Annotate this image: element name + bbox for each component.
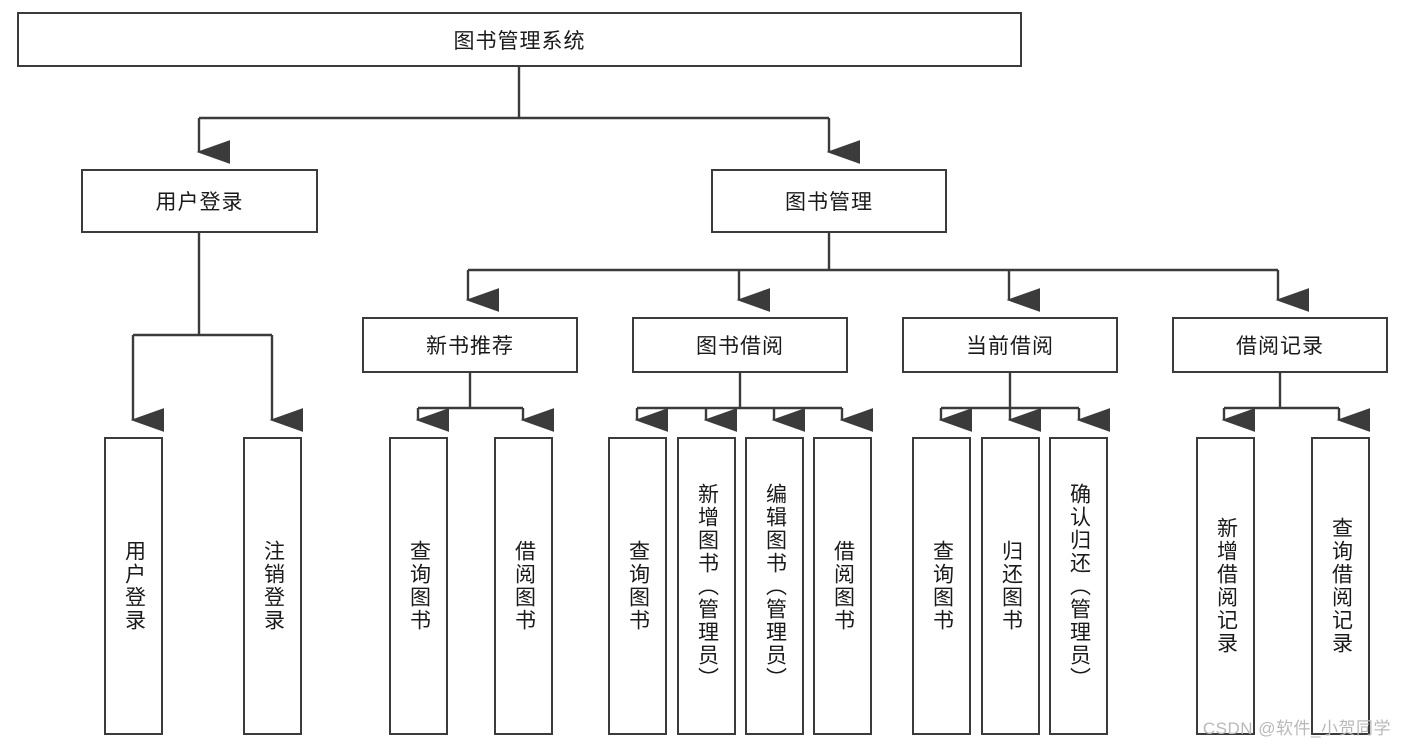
node-label: 查询借阅记录 [1329, 517, 1353, 655]
node-new-book-recommend[interactable]: 新书推荐 [362, 317, 578, 373]
node-label: 归还图书 [999, 540, 1023, 632]
leaf-borrow-record-add[interactable]: 新增借阅记录 [1196, 437, 1255, 735]
leaf-current-borrow-confirm-return-admin[interactable]: 确认归还（管理员） [1049, 437, 1108, 735]
leaf-book-borrow-query[interactable]: 查询图书 [608, 437, 667, 735]
node-label: 用户登录 [155, 191, 244, 214]
node-label: 查询图书 [407, 540, 431, 632]
node-label: 用户登录 [122, 540, 146, 632]
node-label: 确认归还（管理员） [1067, 482, 1091, 690]
node-label: 借阅记录 [1236, 335, 1324, 358]
node-label: 编辑图书（管理员） [763, 482, 787, 690]
node-label: 查询图书 [626, 540, 650, 632]
node-label: 图书借阅 [696, 335, 784, 358]
node-label: 图书管理 [785, 191, 873, 214]
node-user-login[interactable]: 用户登录 [81, 169, 318, 233]
node-book-borrow[interactable]: 图书借阅 [632, 317, 848, 373]
node-label: 图书管理系统 [453, 29, 586, 53]
node-current-borrow[interactable]: 当前借阅 [902, 317, 1118, 373]
node-book-management[interactable]: 图书管理 [711, 169, 947, 233]
node-label: 借阅图书 [512, 540, 536, 632]
leaf-book-borrow-edit-admin[interactable]: 编辑图书（管理员） [745, 437, 804, 735]
node-label: 查询图书 [930, 540, 954, 632]
watermark-text: CSDN @软件_小贺同学 [1202, 719, 1391, 738]
leaf-book-borrow-borrow[interactable]: 借阅图书 [813, 437, 872, 735]
node-label: 借阅图书 [831, 540, 855, 632]
leaf-new-book-query[interactable]: 查询图书 [389, 437, 448, 735]
leaf-user-login-login[interactable]: 用户登录 [104, 437, 163, 735]
node-label: 当前借阅 [966, 335, 1054, 358]
node-borrow-record[interactable]: 借阅记录 [1172, 317, 1388, 373]
leaf-current-borrow-query[interactable]: 查询图书 [912, 437, 971, 735]
leaf-new-book-borrow[interactable]: 借阅图书 [494, 437, 553, 735]
leaf-book-borrow-add-admin[interactable]: 新增图书（管理员） [677, 437, 736, 735]
node-label: 新增图书（管理员） [695, 482, 719, 690]
leaf-current-borrow-return[interactable]: 归还图书 [981, 437, 1040, 735]
node-label: 新书推荐 [426, 335, 514, 358]
leaf-user-login-logout[interactable]: 注销登录 [243, 437, 302, 735]
leaf-borrow-record-query[interactable]: 查询借阅记录 [1311, 437, 1370, 735]
node-label: 注销登录 [261, 540, 285, 632]
node-label: 新增借阅记录 [1214, 517, 1238, 655]
node-root-book-management-system[interactable]: 图书管理系统 [17, 12, 1022, 67]
